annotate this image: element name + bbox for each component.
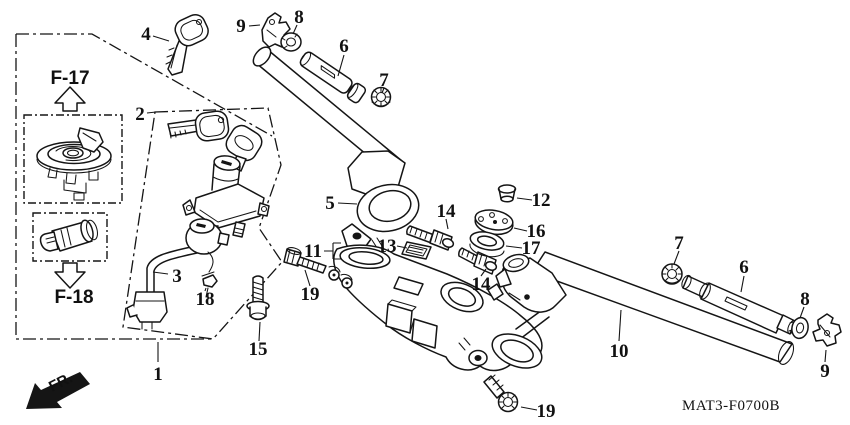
lock-nut-right-drawing bbox=[661, 263, 683, 285]
top-bridge-drawing bbox=[328, 244, 561, 372]
callout-socket-bolt-lower: 19 bbox=[537, 401, 556, 422]
callout-washer: 17 bbox=[522, 238, 542, 259]
callout-lock-nut-right: 7 bbox=[674, 233, 684, 254]
seat-lock-cylinder-drawing bbox=[39, 219, 99, 252]
setting-plate-drawing bbox=[401, 241, 432, 260]
lock-set-group-border bbox=[15, 33, 283, 340]
socket-bolt-lower-drawing bbox=[483, 374, 519, 413]
flange-bolt-lower-drawing bbox=[458, 247, 498, 275]
down-arrow-icon bbox=[54, 262, 86, 289]
diagram-part-code: MAT3-F0700B bbox=[682, 398, 780, 414]
handle-holder-left-drawing bbox=[341, 150, 420, 256]
handle-grip-left-drawing bbox=[299, 51, 367, 104]
callout-lock-nut-left: 7 bbox=[379, 70, 389, 91]
steering-stem-nut-drawing bbox=[474, 209, 514, 236]
callout-lock-set: 1 bbox=[153, 364, 163, 385]
seat-lock-ref-box bbox=[32, 212, 108, 262]
handle-holder-right-drawing bbox=[487, 253, 567, 313]
front-direction-marker: FR. bbox=[26, 369, 90, 409]
socket-bolt-left-drawing bbox=[283, 247, 327, 274]
callout-ignition-switch: 3 bbox=[172, 266, 182, 287]
callout-harness-clamp-left: 9 bbox=[236, 16, 246, 37]
callout-handle-grip-right: 6 bbox=[739, 257, 749, 278]
callout-handle-holder-left: 5 bbox=[325, 193, 335, 214]
grip-ring-left-drawing bbox=[280, 32, 302, 52]
callout-key-blank: 4 bbox=[141, 24, 151, 45]
harness-clamp-right-drawing bbox=[812, 313, 842, 347]
callout-rivet: 18 bbox=[196, 289, 215, 310]
callout-harness-clamp-right: 9 bbox=[820, 361, 830, 382]
flange-bolt-upper-drawing bbox=[406, 225, 455, 251]
callout-labels: 1 2 3 4 5 6 6 7 7 8 8 9 9 10 11 12 13 14… bbox=[135, 7, 830, 422]
callout-handle-pipe-right: 10 bbox=[610, 341, 629, 362]
fuel-lid-ref-box bbox=[23, 114, 123, 204]
rivet-drawing bbox=[202, 274, 218, 288]
ref-label-fuel-lid: F-17 bbox=[50, 68, 89, 89]
handle-grip-right-drawing bbox=[681, 274, 797, 335]
front-arrow-icon bbox=[26, 372, 90, 409]
washer-drawing bbox=[469, 231, 505, 258]
lock-nut-left-drawing bbox=[370, 86, 392, 108]
hex-bolt-drawing bbox=[246, 275, 270, 321]
callout-grip-ring-left: 8 bbox=[294, 7, 304, 28]
callout-setting-plate: 13 bbox=[378, 236, 397, 257]
up-arrow-icon bbox=[54, 86, 86, 112]
callout-handle-grip-left: 6 bbox=[339, 36, 349, 57]
callout-steering-stem-nut: 16 bbox=[527, 221, 546, 242]
leader-lines bbox=[146, 24, 827, 411]
callout-flange-bolt-upper: 14 bbox=[437, 201, 457, 222]
callout-cap: 12 bbox=[532, 190, 551, 211]
callout-socket-bolt-left: 19 bbox=[301, 284, 320, 305]
ignition-switch-drawing bbox=[126, 218, 230, 330]
ref-label-seat-lock: F-18 bbox=[54, 287, 93, 308]
callout-top-bridge: 11 bbox=[304, 241, 322, 262]
callout-grip-ring-right: 8 bbox=[800, 289, 810, 310]
callout-hex-bolt: 15 bbox=[249, 339, 268, 360]
key-cylinder-set-drawing bbox=[167, 110, 270, 247]
callout-key-cylinder-set: 2 bbox=[135, 104, 145, 125]
grip-ring-right-drawing bbox=[788, 316, 809, 340]
callout-flange-bolt-lower: 14 bbox=[472, 274, 492, 295]
key-blank-drawing bbox=[165, 13, 209, 76]
fuel-filler-cap-drawing bbox=[36, 127, 112, 201]
cap-drawing bbox=[497, 184, 517, 203]
